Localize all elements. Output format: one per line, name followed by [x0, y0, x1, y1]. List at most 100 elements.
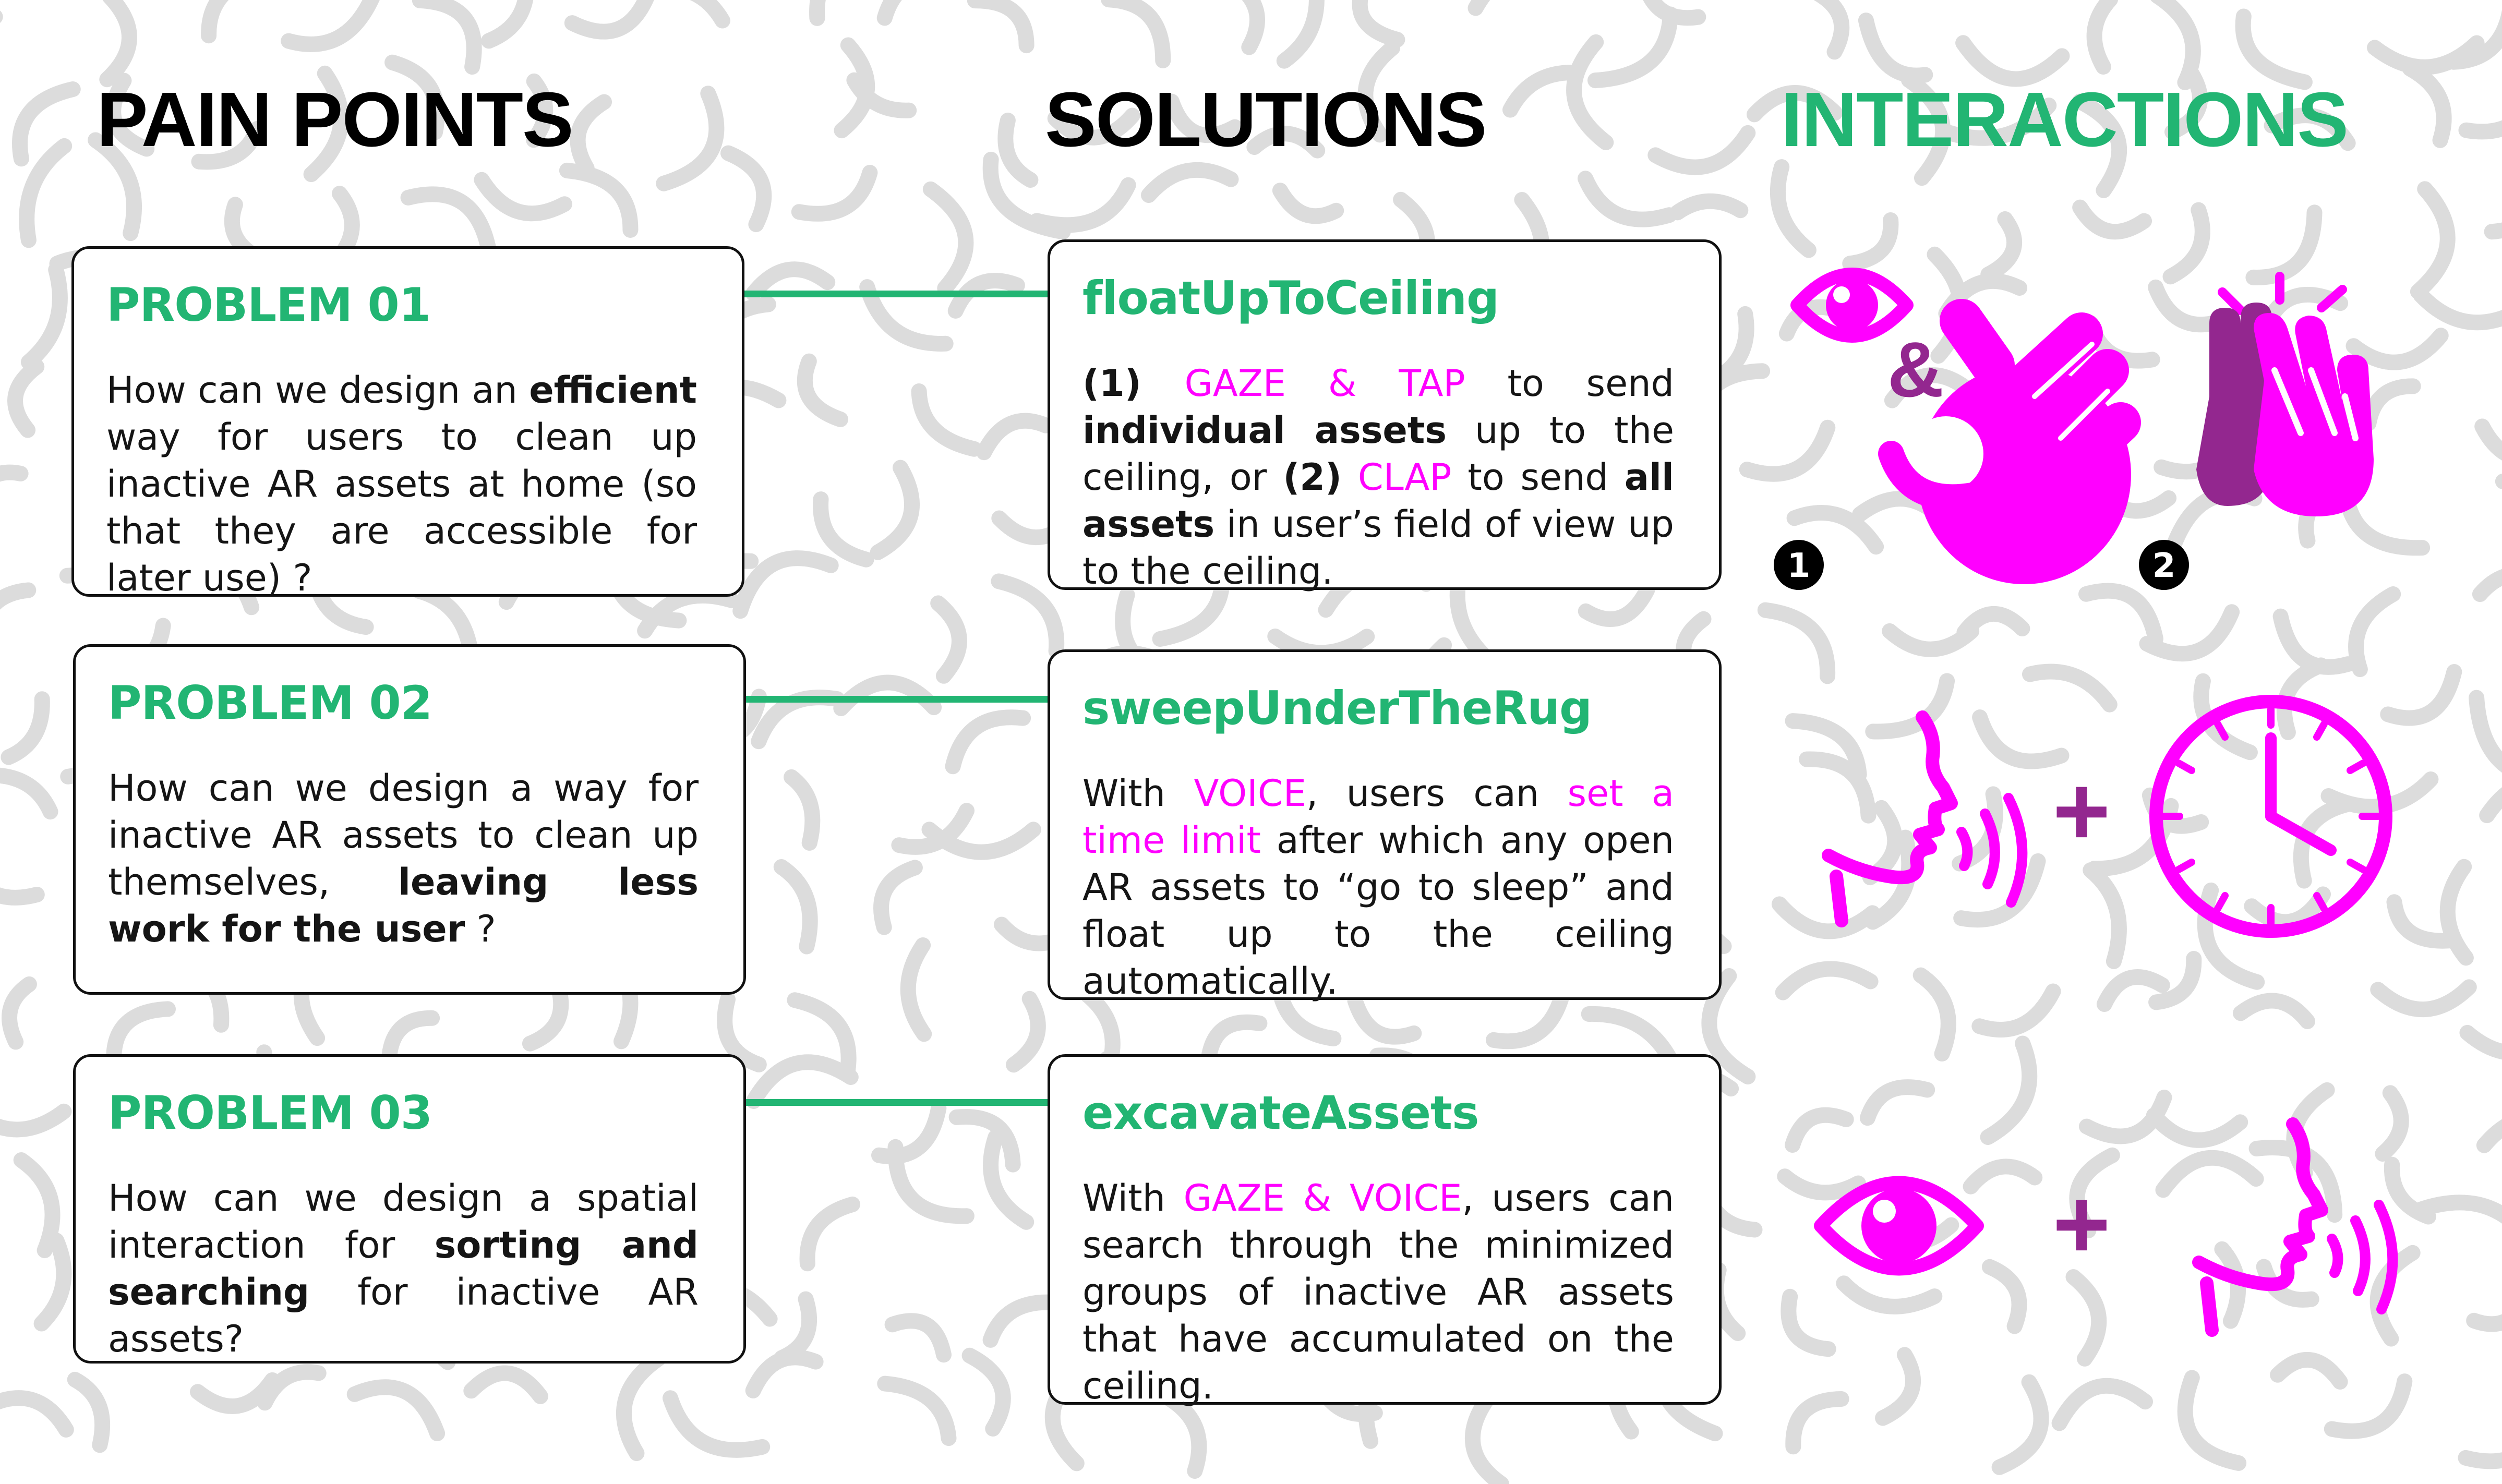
squiggle-shape: [2458, 1450, 2502, 1469]
squiggle-shape: [1980, 1035, 2038, 1145]
connector-line-1: [742, 291, 1050, 297]
squiggle-shape: [870, 460, 920, 560]
squiggle-shape: [481, 0, 534, 49]
squiggle-shape: [1852, 491, 1953, 530]
squiggle-shape: [2096, 969, 2170, 1012]
highlighted-keyword: CLAP: [1357, 456, 1452, 499]
squiggle-shape: [106, 1001, 176, 1066]
squiggle-shape: [1864, 1217, 1959, 1252]
squiggle-shape: [1972, 709, 2070, 769]
squiggle-shape: [1272, 183, 1344, 224]
squiggle-shape: [19, 138, 73, 248]
squiggle-shape: [2324, 1373, 2413, 1439]
solution-description: With VOICE, users can set a time limit a…: [1082, 772, 1674, 1003]
squiggle-shape: [797, 353, 848, 427]
squiggle-shape: [1669, 193, 1749, 221]
bold-phrase: all assets: [1082, 456, 1674, 546]
squiggle-shape: [1757, 602, 1836, 684]
problem-title: PROBLEM 01: [106, 278, 431, 332]
problem-card: PROBLEM 01 How can we design an efficien…: [71, 246, 744, 599]
squiggle-shape: [2298, 476, 2352, 549]
squiggle-shape: [2083, 862, 2127, 969]
highlighted-keyword: GAZE & VOICE: [1183, 1177, 1462, 1220]
squiggle-shape: [2476, 1119, 2502, 1153]
squiggle-shape: [0, 1103, 72, 1138]
squiggle-shape: [745, 261, 836, 301]
squiggle-shape: [2233, 993, 2315, 1029]
squiggle-shape: [921, 822, 1041, 860]
squiggle-shape: [745, 1054, 859, 1109]
squiggle-shape: [570, 94, 612, 176]
squiggle-shape: [105, 73, 155, 157]
solution-description: (1) GAZE & TAP to send individual assets…: [1082, 362, 1675, 593]
squiggle-shape: [1581, 1006, 1681, 1074]
squiggle-shape: [1771, 896, 1881, 939]
squiggle-shape: [412, 0, 482, 75]
problem-description: How can we design an efficient way for u…: [106, 369, 697, 599]
squiggle-shape: [1006, 991, 1046, 1073]
squiggle-shape: [0, 767, 58, 820]
squiggle-shape: [1647, 125, 1756, 175]
squiggle-shape: [1813, 0, 1850, 60]
squiggle-shape: [463, 1365, 548, 1404]
squiggle-shape: [2177, 1370, 2247, 1471]
squiggle-shape: [1912, 967, 1956, 1061]
squiggle-shape: [2413, 1195, 2502, 1224]
squiggle-shape: [859, 279, 954, 352]
squiggle-shape: [1502, 65, 1580, 118]
squiggle-shape: [991, 573, 1065, 659]
squiggle-shape: [2484, 222, 2502, 240]
squiggle-shape: [1858, 13, 1933, 83]
squiggle-shape: [2193, 673, 2258, 761]
squiggle-shape: [2472, 569, 2502, 602]
squiggle-shape: [1101, 0, 1171, 68]
squiggle-shape: [2164, 65, 2208, 140]
squiggle-shape: [1643, 0, 1706, 26]
squiggle-shape: [791, 165, 878, 222]
squiggle-shape: [2413, 287, 2502, 331]
problem-title: PROBLEM 03: [108, 1086, 432, 1140]
squiggle-shape: [922, 181, 974, 296]
squiggle-shape: [2256, 1259, 2319, 1308]
squiggle-shape: [2439, 859, 2474, 966]
squiggle-shape: [2272, 608, 2356, 675]
squiggle-shape: [1971, 983, 2061, 1037]
squiggle-shape: [1953, 853, 2046, 928]
squiggle-shape: [873, 860, 923, 935]
squiggle-shape: [717, 991, 767, 1072]
squiggle-shape: [809, 0, 826, 26]
squiggle-shape: [1467, 0, 1490, 16]
squiggle-shape: [2072, 93, 2127, 198]
squiggle-shape: [2375, 1085, 2409, 1162]
solution-card: floatUpToCeiling (1) GAZE & TAP to send …: [1048, 239, 1722, 593]
solution-title: floatUpToCeiling: [1082, 271, 1499, 325]
squiggle-shape: [2086, 0, 2118, 75]
squiggle-shape: [751, 690, 845, 750]
squiggle-shape: [7, 359, 45, 438]
squiggle-shape: [911, 383, 982, 457]
squiggle-shape: [1786, 505, 1884, 555]
squiggle-shape: [2386, 894, 2458, 949]
squiggle-shape: [2078, 583, 2163, 647]
squiggle-shape: [1587, 6, 1678, 89]
squiggle-shape: [384, 54, 445, 140]
squiggle-shape: [303, 65, 349, 183]
squiggle-shape: [88, 132, 142, 242]
solution-card: sweepUnderTheRug With VOICE, users can s…: [1048, 649, 1722, 1003]
squiggle-shape: [1578, 171, 1677, 227]
squiggle-shape: [2293, 796, 2355, 889]
squiggle-shape: [2162, 202, 2210, 285]
bold-phrase: individual assets: [1082, 409, 1447, 452]
squiggle-shape: [2369, 1245, 2421, 1347]
squiggle-shape: [2466, 1312, 2502, 1332]
squiggle-shape: [559, 162, 639, 238]
squiggle-shape: [663, 1390, 771, 1458]
squiggle-shape: [2479, 787, 2502, 824]
squiggle-shape: [257, 1364, 327, 1411]
squiggle-shape: [400, 186, 496, 255]
squiggle-shape: [1955, 35, 2070, 87]
squiggle-shape: [720, 145, 772, 233]
squiggle-shape: [1352, 0, 1405, 47]
squiggle-shape: [1941, 98, 2057, 146]
highlighted-keyword: GAZE & TAP: [1184, 362, 1465, 405]
